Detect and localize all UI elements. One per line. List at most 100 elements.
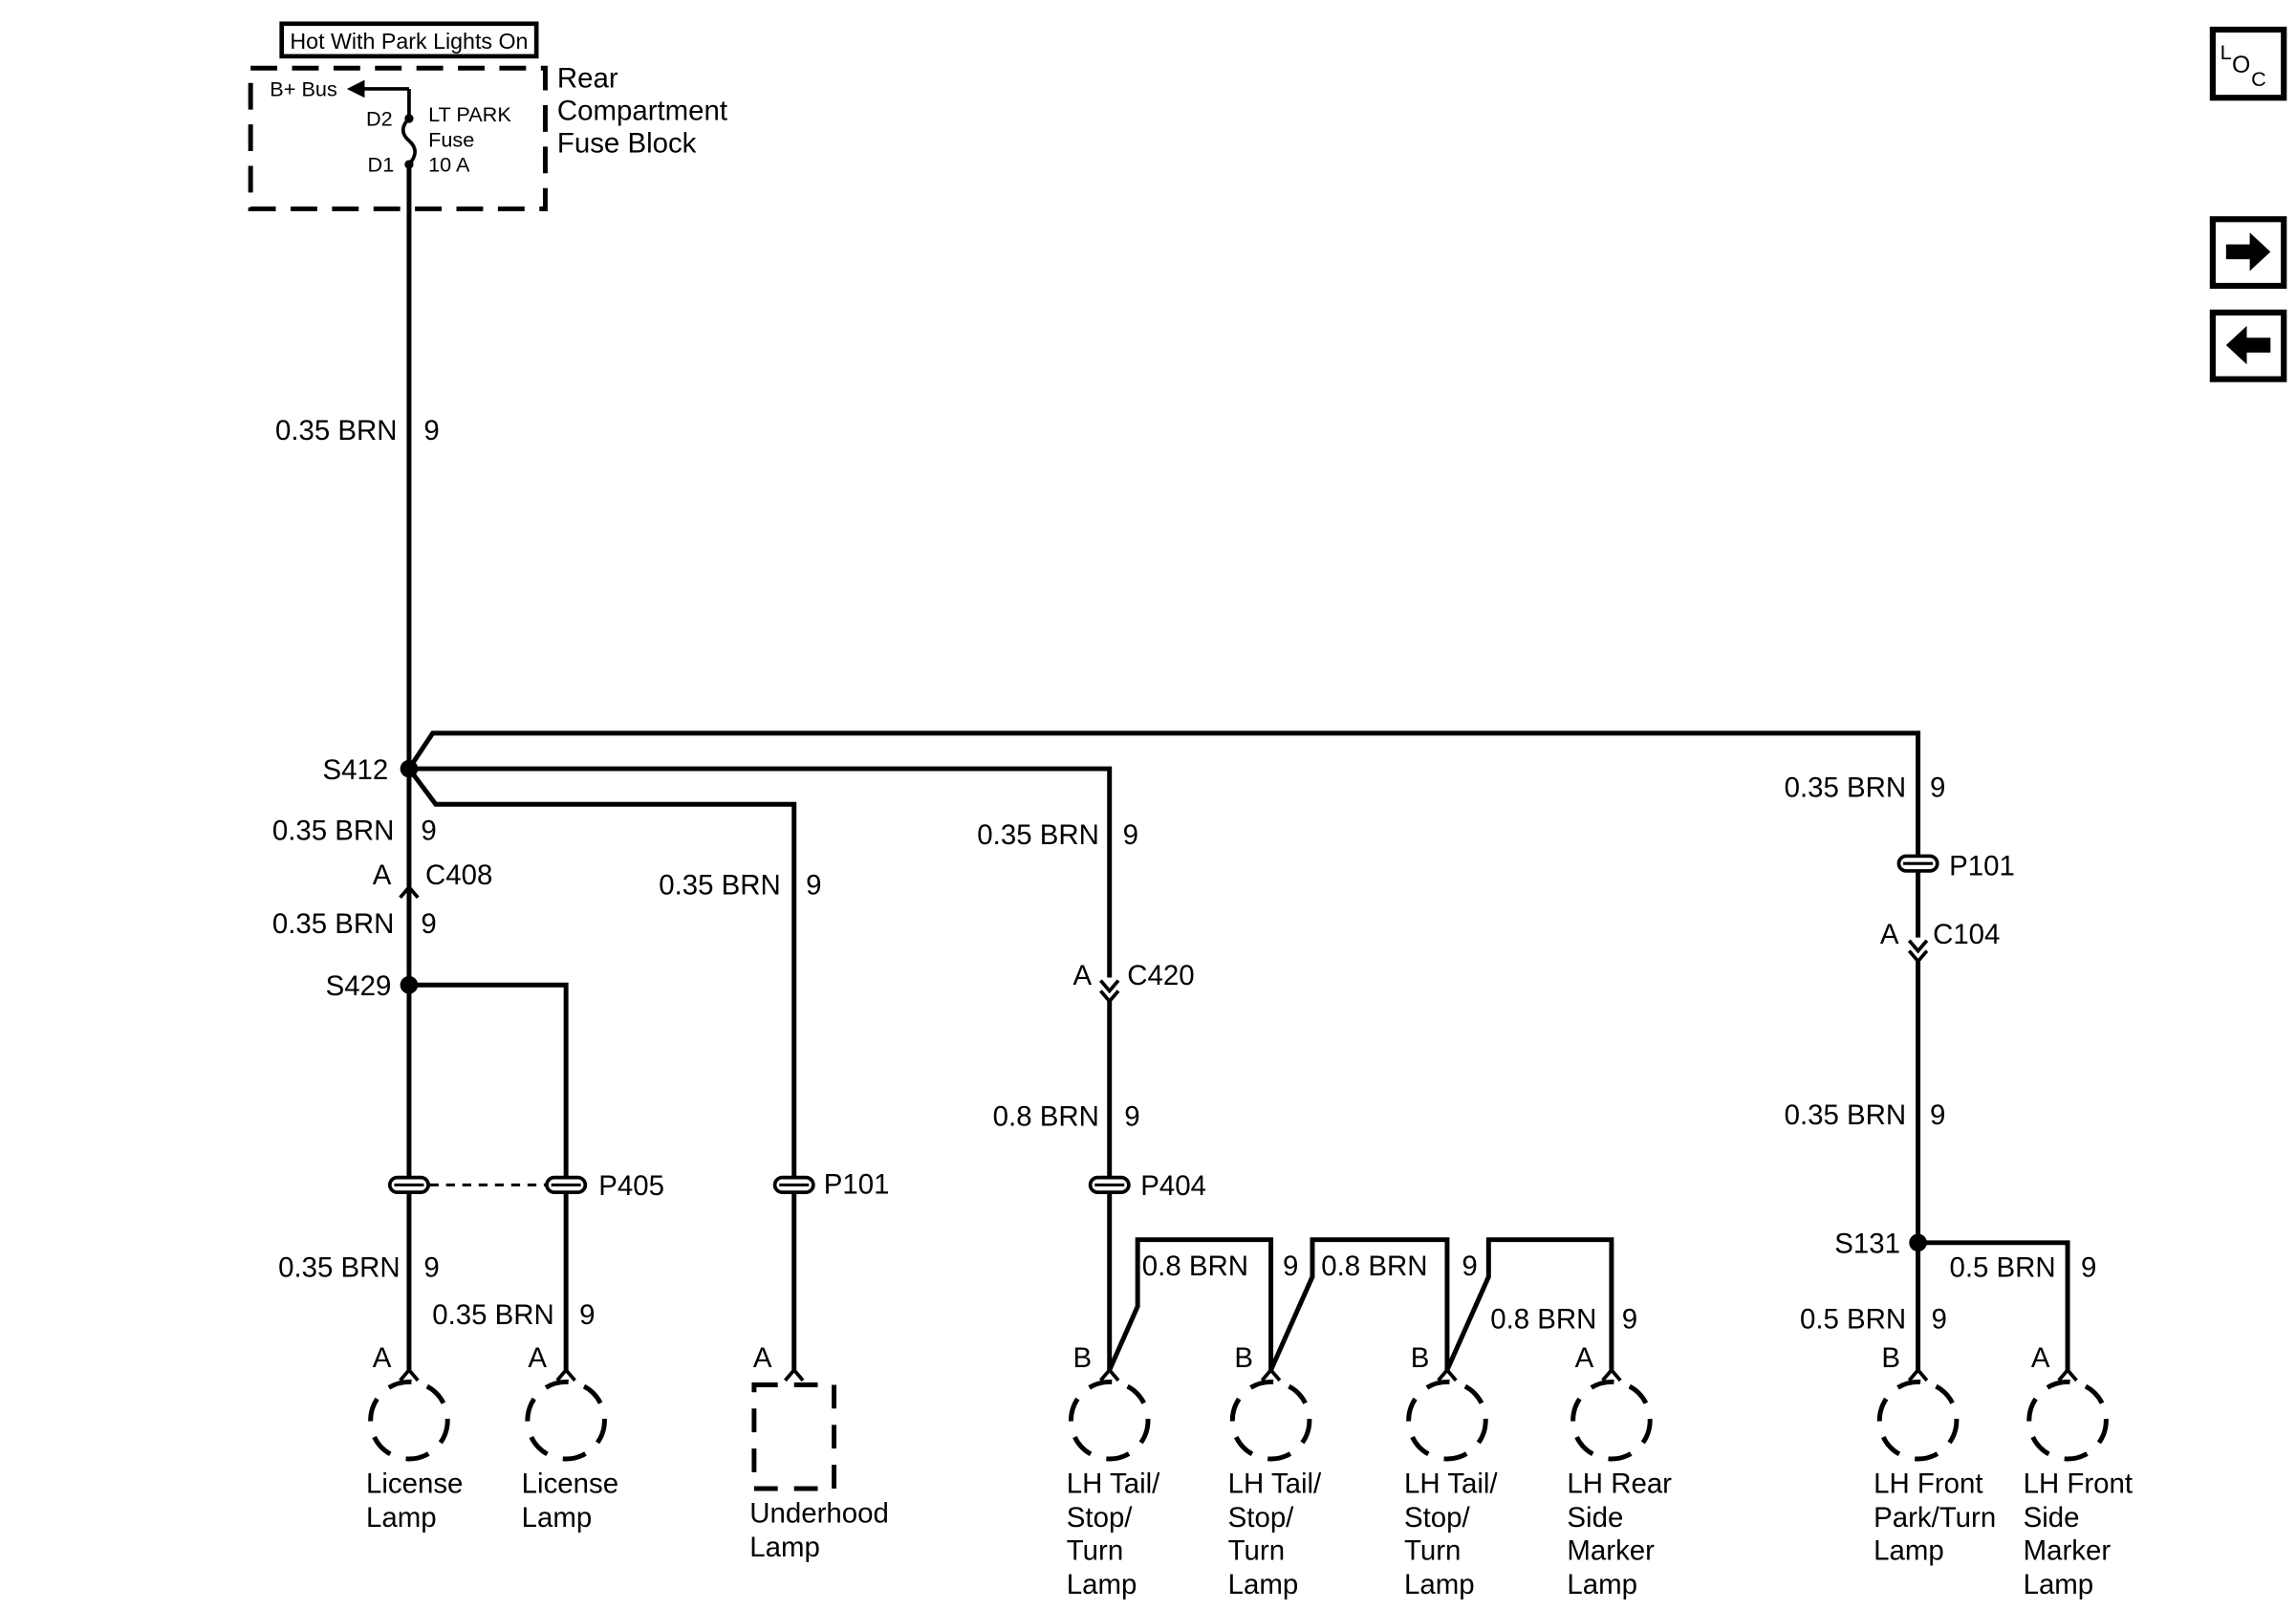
rear-marker-name-2: Side xyxy=(1567,1502,1623,1534)
c420-pin: A xyxy=(1073,960,1093,991)
underhood-lamp: A Underhood Lamp xyxy=(749,1342,889,1563)
wire-tail2-size: 0.8 BRN xyxy=(1321,1251,1427,1282)
underhood-lamp-name-2: Lamp xyxy=(749,1532,820,1563)
front-park-name-2: Park/Turn xyxy=(1874,1502,1996,1534)
svg-text:A: A xyxy=(1575,1342,1594,1374)
wire-lic1-circuit: 9 xyxy=(423,1251,439,1283)
wire-underhood-size: 0.35 BRN xyxy=(659,870,781,902)
tail3-name-4: Lamp xyxy=(1404,1569,1475,1600)
hot-label: Hot With Park Lights On xyxy=(290,29,528,54)
loc-o: O xyxy=(2232,53,2250,78)
splice-s131-label: S131 xyxy=(1834,1229,1900,1260)
jumper-tail3-marker xyxy=(1444,1237,1614,1372)
wire-c420-above-circuit: 9 xyxy=(1123,819,1138,851)
pin-d1: D1 xyxy=(368,153,395,177)
c104-pin: A xyxy=(1880,919,1899,950)
hot-label-box xyxy=(279,21,539,59)
jumper-tail1-tail2 xyxy=(1107,1237,1274,1372)
p405-grommet-2 xyxy=(545,1175,588,1194)
tail3-name-3: Turn xyxy=(1404,1534,1461,1566)
c104-symbol xyxy=(1907,939,1929,965)
svg-text:B: B xyxy=(1411,1342,1430,1374)
block-name-2: Compartment xyxy=(557,95,727,126)
license-lamp-1-name-2: Lamp xyxy=(366,1502,437,1534)
front-marker-name-1: LH Front xyxy=(2024,1469,2133,1500)
c420-symbol xyxy=(1099,979,1120,1005)
tail2-name-3: Turn xyxy=(1228,1534,1285,1566)
wire-lic2-size: 0.35 BRN xyxy=(432,1299,554,1331)
front-park-name-1: LH Front xyxy=(1874,1469,1982,1500)
tail1-name-4: Lamp xyxy=(1067,1569,1137,1600)
wire-front-top-circuit: 9 xyxy=(1930,772,1945,803)
splice-s412-label: S412 xyxy=(323,754,389,786)
wire-tail2-circuit: 9 xyxy=(1462,1251,1477,1282)
branch-c420 xyxy=(408,766,1113,978)
tail1-name-2: Stop/ xyxy=(1067,1502,1134,1534)
lh-front-side-marker-lamp: A LH Front Side Marker Lamp xyxy=(2024,1342,2133,1600)
wire-c420-above-size: 0.35 BRN xyxy=(977,819,1099,851)
block-name-1: Rear xyxy=(557,62,618,94)
wire-s412-down-size: 0.35 BRN xyxy=(272,815,395,846)
c420-label: C420 xyxy=(1127,960,1194,991)
tail2-name-2: Stop/ xyxy=(1228,1502,1295,1534)
prev-button[interactable] xyxy=(2209,309,2287,382)
arrow-right-icon xyxy=(2225,232,2271,272)
license-lamp-1: A License Lamp xyxy=(366,1342,463,1534)
block-name-3: Fuse Block xyxy=(557,128,697,160)
wire-lic2-circuit: 9 xyxy=(579,1299,595,1331)
license-lamp-2: A License Lamp xyxy=(522,1342,618,1534)
tail2-name-4: Lamp xyxy=(1228,1569,1299,1600)
fuse-block-outline xyxy=(248,65,548,211)
p101-underhood-label: P101 xyxy=(824,1169,890,1201)
wire-front-park-circuit: 9 xyxy=(1932,1304,1947,1336)
wire-front-top-size: 0.35 BRN xyxy=(1785,772,1907,803)
underhood-lamp-name-1: Underhood xyxy=(749,1498,889,1530)
next-button[interactable] xyxy=(2209,216,2287,290)
branch-front xyxy=(406,730,1921,855)
loc-c: C xyxy=(2251,67,2266,91)
svg-text:B: B xyxy=(1073,1342,1093,1374)
wire-front-park-size: 0.5 BRN xyxy=(1800,1304,1906,1336)
lh-tail-lamp-3: B LH Tail/ Stop/ Turn Lamp xyxy=(1404,1342,1498,1600)
branch-s429-license2 xyxy=(408,982,569,1371)
front-park-name-3: Lamp xyxy=(1874,1534,1944,1566)
p101-front-label: P101 xyxy=(1949,851,2015,882)
wire-rear-marker-size: 0.8 BRN xyxy=(1490,1304,1596,1336)
wire-front-marker-size: 0.5 BRN xyxy=(1949,1251,2055,1283)
tail1-name-3: Turn xyxy=(1067,1534,1123,1566)
wire-front-mid-size: 0.35 BRN xyxy=(1785,1099,1907,1131)
front-marker-name-3: Marker xyxy=(2024,1534,2112,1566)
bus-label: B+ Bus xyxy=(270,77,337,101)
svg-text:B: B xyxy=(1881,1342,1900,1374)
wire-front-mid-circuit: 9 xyxy=(1930,1099,1945,1131)
wire-c408-below-size: 0.35 BRN xyxy=(272,908,395,940)
fuse-symbol xyxy=(401,88,417,166)
wire-c408-below-circuit: 9 xyxy=(421,908,436,940)
license-lamp-2-name-2: Lamp xyxy=(522,1502,593,1534)
bus-arrow xyxy=(346,79,365,98)
p101-underhood-grommet xyxy=(772,1175,815,1194)
fuse-name: LT PARK xyxy=(428,102,511,126)
svg-text:B: B xyxy=(1234,1342,1253,1374)
rear-marker-name-3: Marker xyxy=(1567,1534,1655,1566)
p404-label: P404 xyxy=(1140,1170,1206,1202)
loc-button[interactable]: L O C xyxy=(2209,26,2287,101)
wire-front-marker xyxy=(1917,1240,2070,1371)
lh-tail-lamp-1: B LH Tail/ Stop/ Turn Lamp xyxy=(1067,1342,1160,1600)
license-lamp-2-name-1: License xyxy=(522,1469,618,1500)
rear-marker-name-1: LH Rear xyxy=(1567,1469,1672,1500)
branch-underhood xyxy=(406,767,797,1371)
wire-c420-below-circuit: 9 xyxy=(1124,1100,1139,1132)
fuse-rating: 10 A xyxy=(428,153,470,177)
lh-tail-lamp-2: B LH Tail/ Stop/ Turn Lamp xyxy=(1228,1342,1322,1600)
lh-front-park-turn-lamp: B LH Front Park/Turn Lamp xyxy=(1874,1342,1996,1566)
wire-tail1-size: 0.8 BRN xyxy=(1142,1251,1248,1282)
tail2-name-1: LH Tail/ xyxy=(1228,1469,1322,1500)
c408-symbol xyxy=(399,884,420,900)
svg-text:A: A xyxy=(753,1342,772,1374)
wire-underhood-circuit: 9 xyxy=(806,870,821,902)
tail3-name-1: LH Tail/ xyxy=(1404,1469,1498,1500)
c408-label: C408 xyxy=(425,859,492,891)
wire-tail1-circuit: 9 xyxy=(1283,1251,1298,1282)
